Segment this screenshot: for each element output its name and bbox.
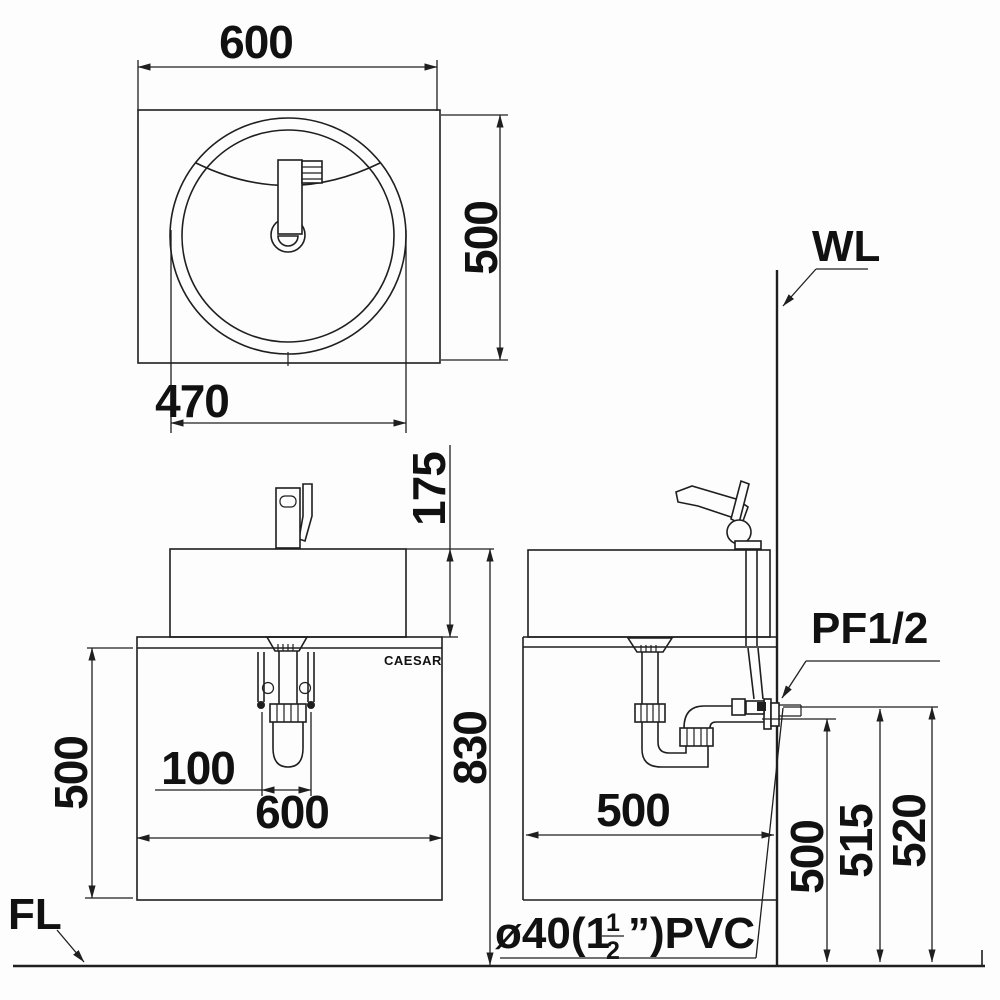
dim-label: 100	[161, 742, 235, 794]
dim-label: 500	[596, 784, 670, 836]
leader-line	[781, 660, 807, 699]
supply-callout: PF1/2	[781, 604, 940, 699]
waste-arm-top	[683, 705, 765, 729]
trap-bend-inner	[657, 722, 687, 754]
wall-label: WL	[812, 222, 880, 271]
faucet-lever	[298, 483, 313, 543]
dim-label: 500	[45, 736, 97, 810]
floor-level-callout: FL	[8, 890, 85, 963]
spout-outlet-arc	[277, 235, 299, 247]
dim-cabinet-depth: 500	[525, 784, 775, 839]
brand-label: CAESAR	[384, 653, 442, 668]
dim-cabinet-height: 500	[45, 647, 133, 899]
supply-label: PF1/2	[811, 604, 928, 653]
dim-label: 600	[255, 786, 329, 838]
dim-label: 830	[444, 711, 496, 785]
side-view: WL PF1/2 500 500 515 520	[495, 222, 940, 965]
pvc-pipe-callout: ø40(1 1 2 ”)PVC	[495, 707, 784, 965]
faucet-side-view	[675, 479, 764, 700]
dim-label: 500	[781, 820, 833, 894]
vessel-basin-side	[527, 549, 771, 638]
valve-dot	[257, 701, 265, 709]
dim-label: 500	[455, 201, 507, 275]
nut-rib-lines	[686, 728, 708, 746]
dim-label: 600	[219, 16, 293, 68]
nut-rib-lines	[640, 704, 660, 722]
pvc-fraction-denominator: 2	[606, 937, 620, 965]
drain-flange	[265, 636, 309, 652]
dim-cabinet-width: 600	[136, 786, 443, 842]
countertop-outline	[137, 109, 441, 364]
faucet-base	[734, 540, 762, 550]
trap-nut	[634, 703, 666, 723]
pvc-fraction-numerator: 1	[606, 909, 620, 937]
leader-line	[56, 929, 85, 963]
faucet-handle	[301, 160, 323, 184]
spout-opening	[279, 495, 297, 508]
dim-bowl-diameter: 470	[155, 230, 407, 433]
top-view: 600 500 470	[137, 16, 508, 433]
dim-counter-width: 600	[137, 16, 438, 111]
drain-assembly-front	[265, 636, 309, 768]
leader-line	[755, 707, 784, 959]
drain-flange	[626, 637, 674, 653]
valve-dot	[307, 701, 315, 709]
faucet-spout	[675, 485, 749, 523]
pvc-label-suffix: ”)PVC	[628, 909, 755, 958]
dim-label: 515	[830, 804, 882, 878]
valve-circle	[298, 681, 312, 695]
dim-label: 175	[403, 452, 455, 526]
bottle-trap	[272, 722, 304, 768]
dim-vessel-height: 175	[403, 445, 494, 638]
faucet-top-view	[270, 159, 323, 253]
vessel-basin-front	[169, 548, 407, 638]
flange-rib-lines	[640, 645, 657, 652]
nut-rib-lines	[276, 704, 299, 722]
faucet-front-view	[275, 483, 313, 549]
dim-height-515: 515	[830, 708, 884, 963]
supply-tee-fitting	[731, 698, 766, 716]
wall-flange	[770, 702, 780, 727]
waste-arm-bottom	[709, 721, 765, 729]
pvc-label-prefix: ø40(1	[495, 909, 610, 958]
wall-line-callout: WL	[782, 222, 880, 307]
supply-lines-front	[257, 652, 315, 709]
dim-total-height: 830	[444, 548, 496, 966]
dim-supply-spacing: 100	[155, 712, 312, 796]
valve-circle	[261, 681, 275, 695]
faucet-body	[277, 159, 303, 235]
drain-assembly-side	[626, 637, 802, 768]
dim-label: 520	[883, 794, 935, 868]
trap-nut-2	[679, 727, 714, 747]
dim-label: 470	[155, 375, 229, 427]
trap-bend-outer	[641, 722, 709, 768]
dim-drain-height: 500	[762, 718, 836, 963]
leader-line	[782, 268, 817, 307]
floor-label: FL	[8, 890, 62, 939]
flange-rib-lines	[277, 644, 294, 651]
faucet-body	[275, 487, 301, 549]
trap-nut	[269, 703, 307, 723]
supply-connection-dot	[757, 702, 766, 711]
dim-height-520: 520	[783, 706, 938, 963]
basin-bowl-circle	[181, 129, 395, 343]
dim-counter-depth: 500	[441, 114, 508, 361]
front-view: CAESAR	[8, 445, 496, 966]
handle-rib-lines	[302, 166, 322, 180]
